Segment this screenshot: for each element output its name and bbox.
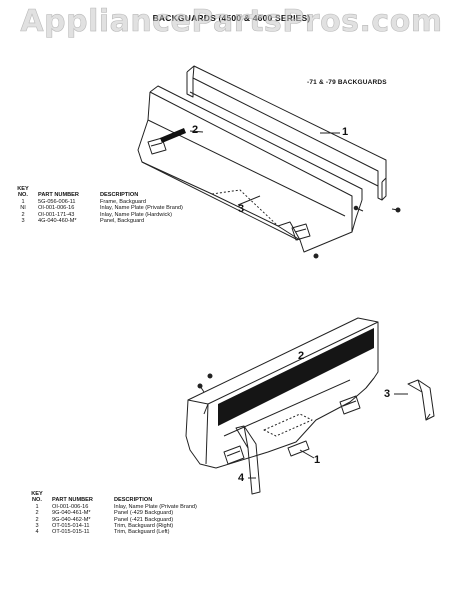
parts-table-bottom: KEY NO. PART NUMBER DESCRIPTION 1 OI-001… [26, 491, 197, 536]
callout-3-top: 3 [238, 203, 245, 215]
column-header-key: KEY NO. [17, 186, 29, 199]
table-row: 1 OI-001-006-16 Inlay, Name Plate (Priva… [35, 503, 197, 510]
name-plate-inlay-part-2 [160, 128, 186, 143]
table-header-row: KEY NO. PART NUMBER DESCRIPTION [26, 491, 197, 504]
table-row: 2 OI-001-171-43 Inlay, Name Plate (Hardw… [21, 211, 173, 218]
table-row: 1 5G-056-006-11 Frame, Backguard [21, 198, 147, 205]
table-row: NI OI-001-006-16 Inlay, Name Plate (Priv… [20, 205, 183, 212]
column-header-part-number: PART NUMBER [52, 497, 93, 504]
backguard-frame-part-1 [186, 65, 387, 201]
table-row: 4 OT-015-015-11 Trim, Backguard (Left) [35, 529, 170, 536]
parts-table-top: KEY NO. PART NUMBER DESCRIPTION 1 5G-056… [12, 186, 183, 224]
column-header-part-number: PART NUMBER [38, 192, 79, 199]
table-row: 3 4G-040-460-M* Panel, Backguard [21, 218, 145, 225]
section-label-top: -71 & -79 BACKGUARDS [307, 79, 387, 86]
callout-2-top: 2 [192, 124, 199, 136]
name-plate-inlay-part-1 [287, 440, 310, 457]
table-row: 2 9G-040-462-M* Panel (-421 Backguard) [35, 516, 174, 523]
callout-1-bottom: 1 [314, 454, 321, 466]
backguard-trim-left-part-4 [235, 425, 261, 495]
backguard-panel-part-3 [137, 85, 363, 253]
table-row: 3 OT-015-014-11 Trim, Backguard (Right) [35, 523, 174, 530]
callout-2-bottom: 2 [298, 350, 305, 362]
column-header-description: DESCRIPTION [114, 497, 153, 504]
table-header-row: KEY NO. PART NUMBER DESCRIPTION [12, 186, 183, 199]
table-row: 2 9G-040-461-M* Panel (-429 Backguard) [35, 510, 174, 517]
name-plate-window [218, 328, 374, 426]
document-title: BACKGUARDS (4500 & 4600 SERIES) [152, 13, 311, 23]
column-header-key: KEY NO. [31, 491, 43, 504]
backguard-trim-right-part-3 [407, 379, 435, 421]
callout-3-bottom: 3 [384, 388, 391, 400]
column-header-description: DESCRIPTION [100, 192, 139, 199]
callout-4-bottom: 4 [238, 472, 245, 484]
callout-1-top: 1 [342, 126, 349, 138]
